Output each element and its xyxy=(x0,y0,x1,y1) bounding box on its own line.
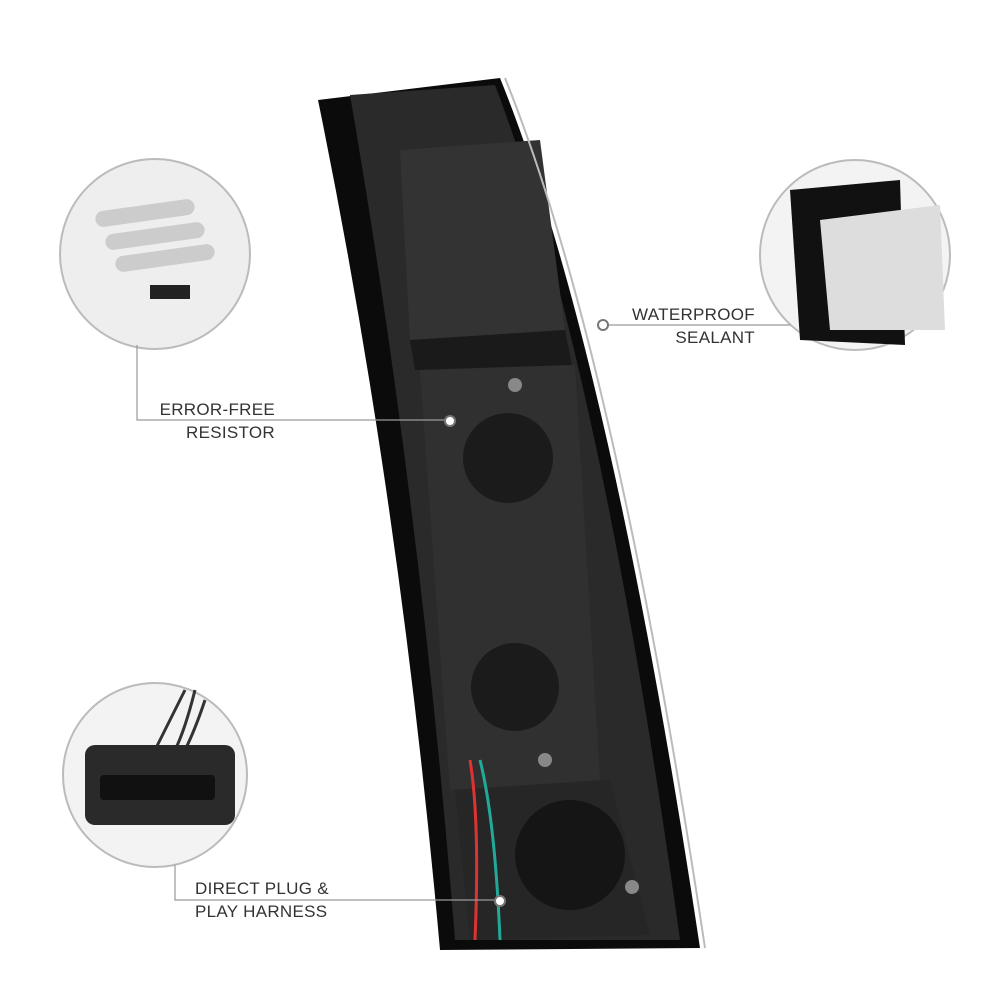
sealant-inset xyxy=(759,159,951,351)
resistor-label-line2: RESISTOR xyxy=(186,423,275,442)
harness-inset xyxy=(62,682,248,868)
tail-light xyxy=(318,77,706,950)
resistor-inset xyxy=(59,158,251,350)
sealant-callout: WATERPROOF SEALANT xyxy=(600,303,755,349)
harness-label-line1: DIRECT PLUG & xyxy=(195,879,329,898)
resistor-label-line1: ERROR-FREE xyxy=(159,400,275,419)
sealant-label-line1: WATERPROOF xyxy=(632,305,755,324)
leader-lines xyxy=(136,324,790,901)
harness-label-line2: PLAY HARNESS xyxy=(195,902,328,921)
resistor-callout: ERROR-FREE RESISTOR xyxy=(130,398,275,444)
callout-dots xyxy=(444,319,609,907)
sealant-label-line2: SEALANT xyxy=(675,328,755,347)
harness-callout: DIRECT PLUG & PLAY HARNESS xyxy=(195,877,395,923)
